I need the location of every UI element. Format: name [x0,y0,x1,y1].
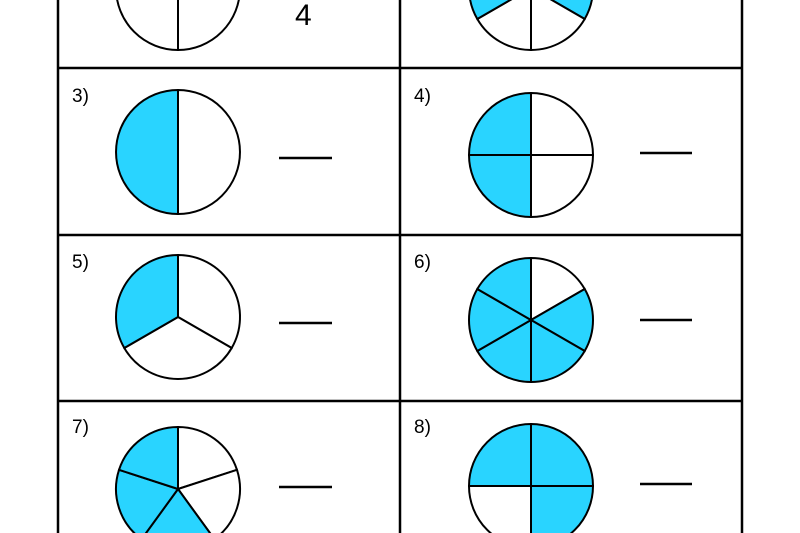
fraction-circle [116,0,240,52]
problem-number: 4) [414,86,431,107]
shaded-slice [115,88,179,216]
fraction-circle [467,422,595,533]
fraction-circle [469,0,593,52]
problem-5: 5) [72,252,332,380]
shaded-slice [467,422,532,487]
shaded-slice [530,422,595,487]
unshaded-slice [467,485,532,533]
unshaded-slice [177,253,241,350]
shaded-slice [528,287,594,353]
shaded-slice [468,287,534,353]
shaded-slice [469,0,513,21]
unshaded-slice [530,91,595,156]
shaded-slice [117,425,179,491]
shaded-slice [467,154,532,219]
shaded-slice [475,318,532,384]
problem-number: 3) [72,86,89,107]
problem-4: 4) [414,86,692,219]
unshaded-slice [177,88,241,216]
shaded-slice [115,253,179,350]
shaded-slice [144,487,212,533]
problem-3: 3) [72,86,332,216]
problem-1 [116,0,240,52]
unshaded-slice [530,0,587,52]
shaded-slice [467,91,532,156]
unshaded-slice [530,256,587,322]
fraction-circle [467,91,595,219]
problem-8: 8) [414,417,692,533]
fraction-circle [115,88,241,216]
fraction-circle [115,253,241,380]
shaded-slice [530,318,587,384]
grid-lines [56,0,744,533]
fraction-circle [468,256,594,384]
unshaded-slice [475,0,532,52]
shaded-slice [475,256,532,322]
unshaded-slice [530,154,595,219]
shaded-slice [115,468,180,533]
unshaded-slice [116,0,179,52]
unshaded-slice [177,425,239,491]
fraction-circle [115,425,241,533]
problem-7: 7) [72,417,332,533]
problem-6: 6) [414,252,692,384]
unshaded-slice [177,0,240,52]
problem-number: 6) [414,252,431,273]
problem-2 [469,0,593,52]
example-denominator: 4 [295,0,312,32]
unshaded-slice [176,468,241,533]
problem-number: 5) [72,252,89,273]
problem-number: 7) [72,417,89,438]
problem-number: 8) [414,417,431,438]
shaded-slice [530,485,595,533]
